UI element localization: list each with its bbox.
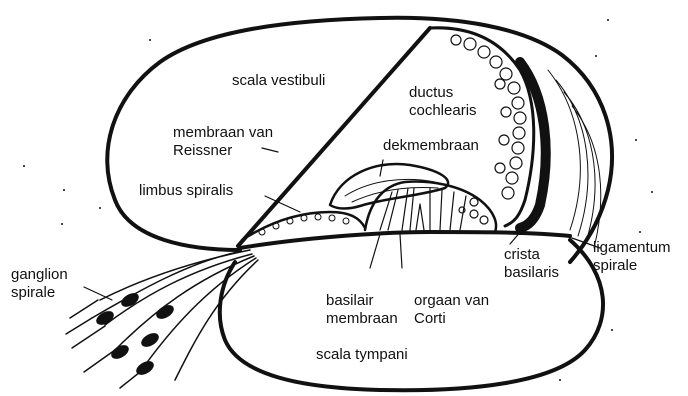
- leader-reissner: [262, 148, 278, 152]
- leader-corti: [400, 234, 402, 268]
- leader-basilair: [370, 234, 380, 268]
- label-ganglion-spirale-line1: ganglion: [11, 266, 68, 283]
- label-crista-basilaris-line2: basilaris: [504, 264, 559, 281]
- label-orgaan-van-corti-line1: orgaan van: [414, 292, 489, 309]
- ligamentum-spirale-fibres: [548, 70, 601, 248]
- label-ductus-cochlearis-line1: ductus: [409, 84, 453, 101]
- label-basilair-membraan-line2: membraan: [326, 310, 398, 327]
- label-ligamentum-spirale-line1: ligamentum: [593, 239, 671, 256]
- label-basilair-membraan-line1: basilair: [326, 292, 374, 309]
- label-orgaan-van-corti-line2: Corti: [414, 310, 446, 327]
- leader-ganglion: [84, 287, 112, 300]
- label-ductus-cochlearis-line2: cochlearis: [409, 102, 477, 119]
- label-ganglion-spirale-line2: spirale: [11, 284, 55, 301]
- label-membraan-van-reissner-line2: Reissner: [173, 142, 232, 159]
- label-membraan-van-reissner-line1: membraan van: [173, 124, 273, 141]
- label-scala-vestibuli: scala vestibuli: [232, 72, 325, 89]
- label-crista-basilaris-line1: crista: [504, 246, 540, 263]
- label-scala-tympani: scala tympani: [316, 346, 408, 363]
- leader-dekmembraan: [380, 160, 383, 176]
- label-dekmembraan: dekmembraan: [383, 137, 479, 154]
- label-ligamentum-spirale-line2: spirale: [593, 257, 637, 274]
- scala-tympani-outline: [220, 240, 603, 390]
- label-limbus-spiralis: limbus spiralis: [139, 182, 233, 199]
